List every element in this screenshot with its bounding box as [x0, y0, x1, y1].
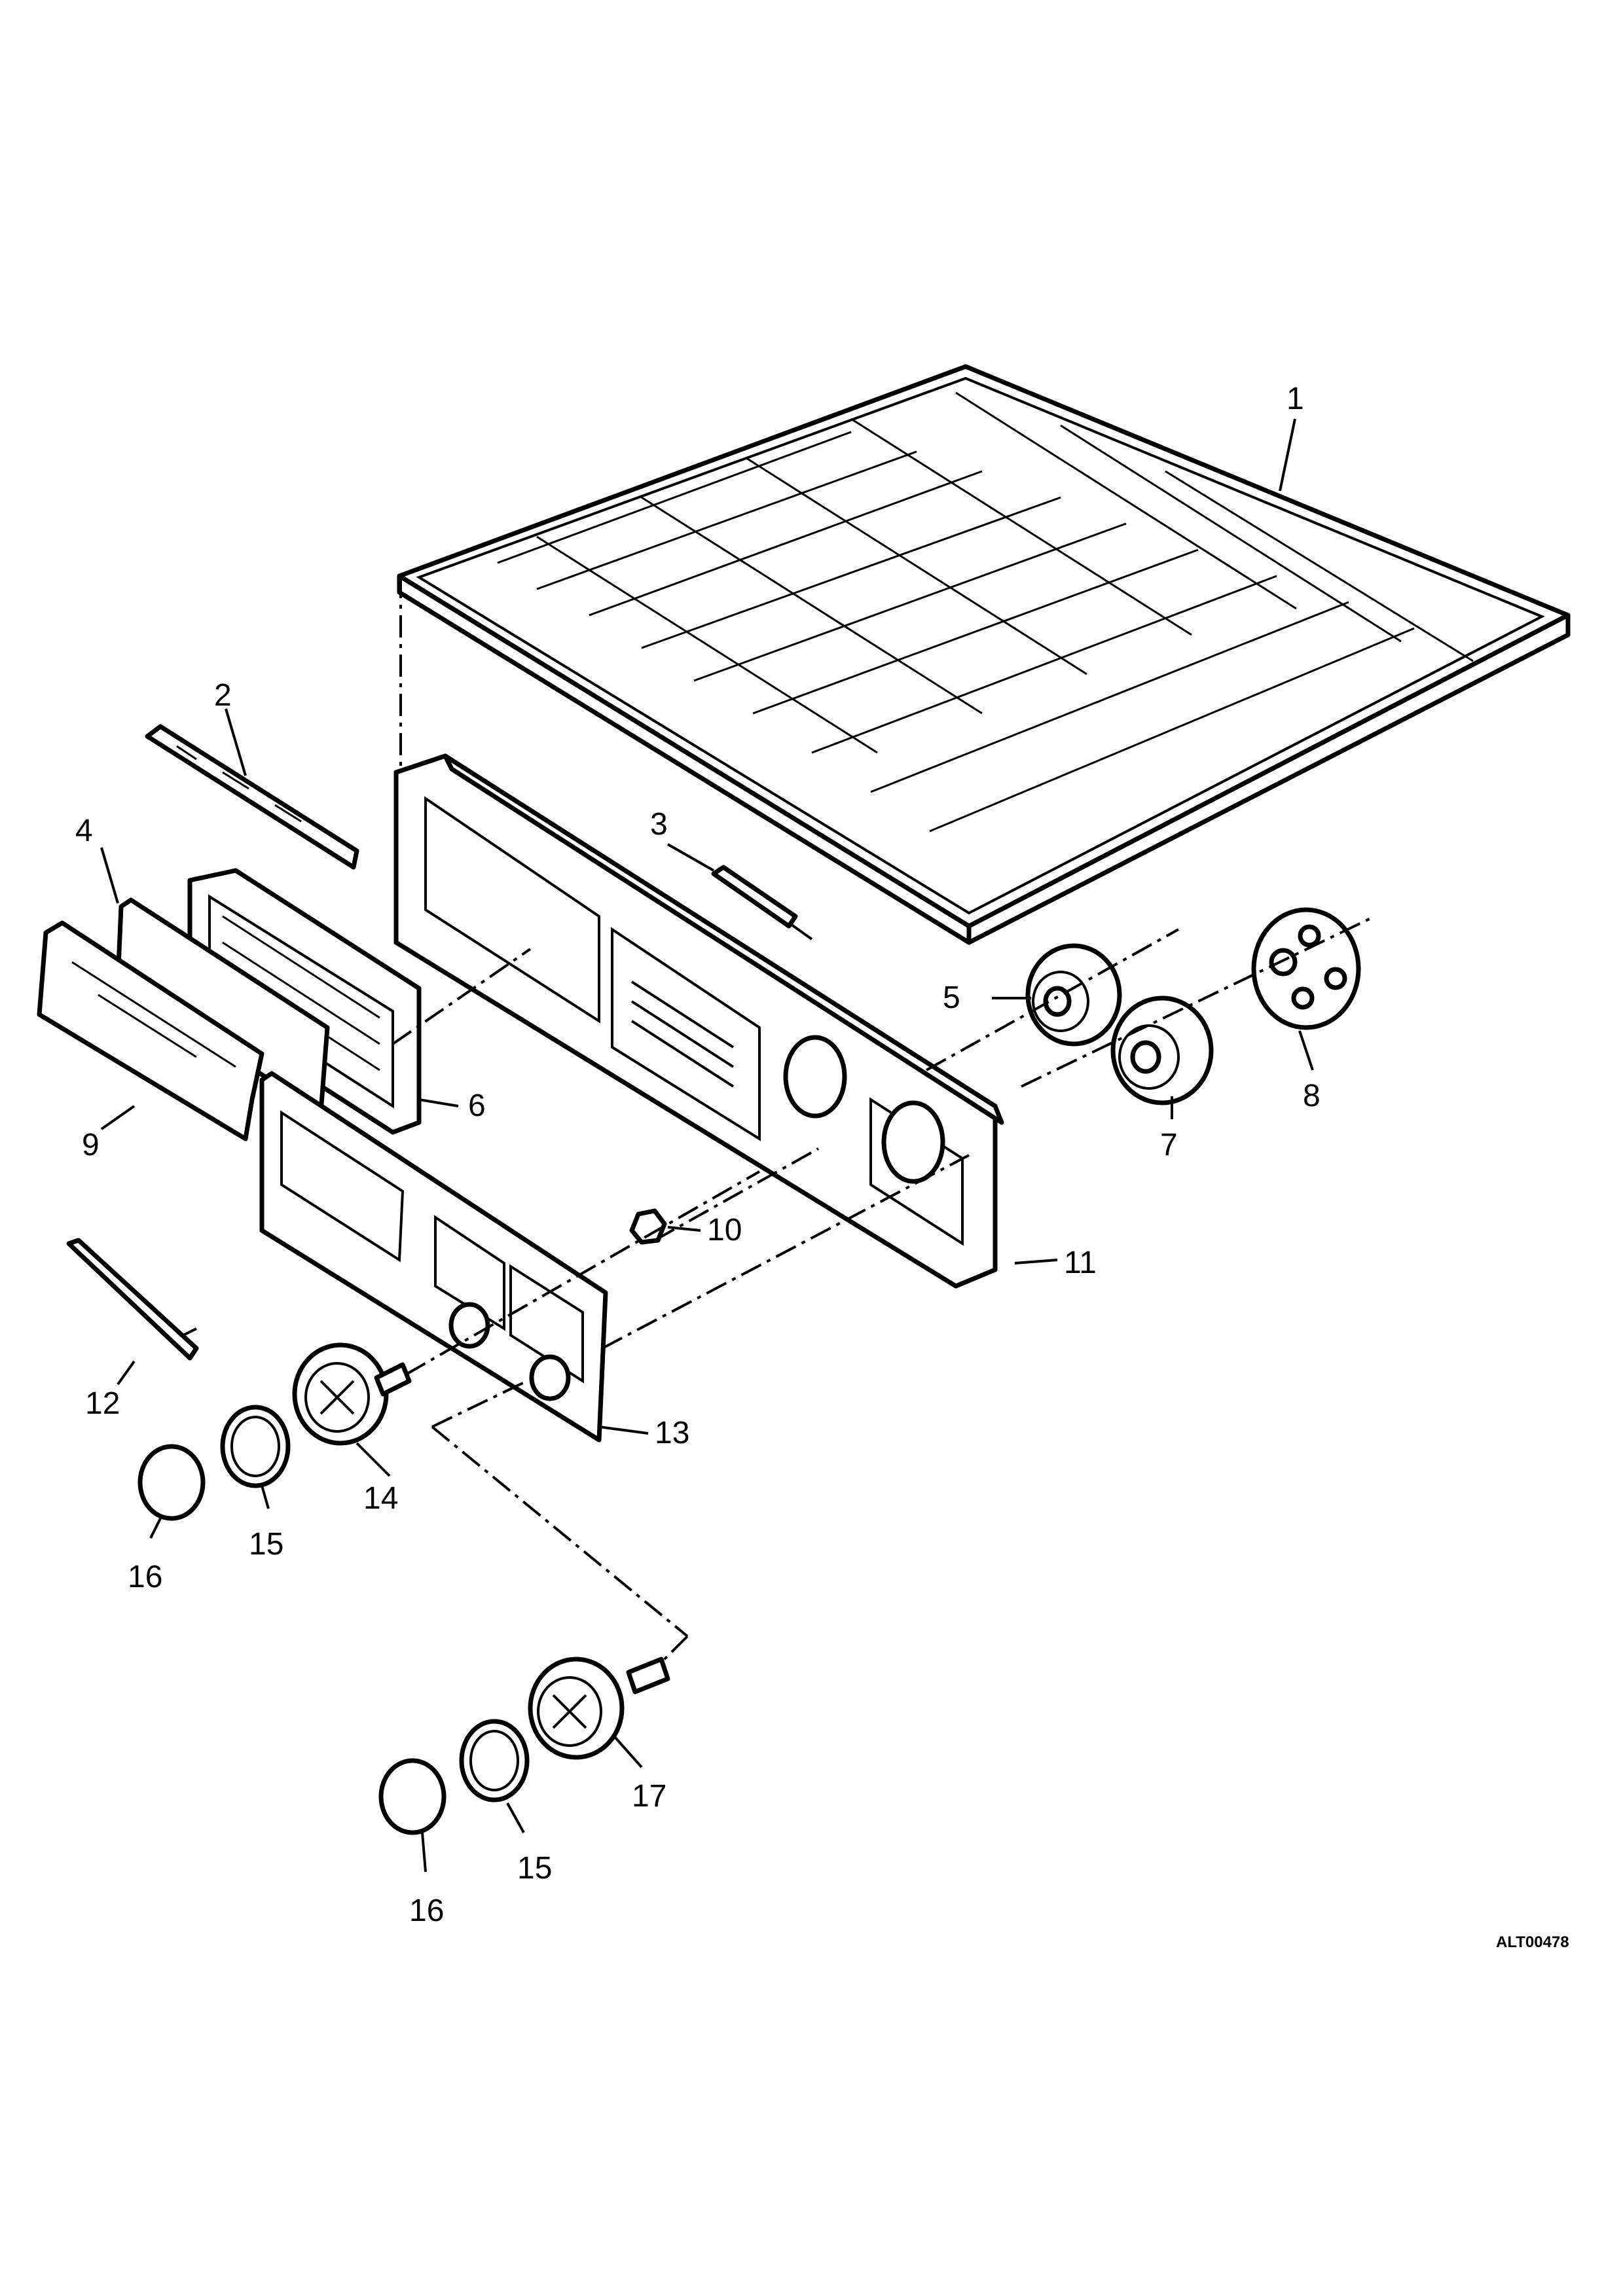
- part-16-lens-lower: [378, 1758, 447, 1835]
- part-1-top-cover: [397, 364, 1571, 945]
- callout-9: 9: [82, 1128, 100, 1162]
- part-13-knob-hole-right: [529, 1354, 571, 1401]
- part-2-bracket: [145, 724, 359, 870]
- part-11-knob-hole-right: [881, 1100, 945, 1184]
- figure-reference-code: ALT00478: [1496, 1933, 1569, 1951]
- leader-lines: [100, 418, 1314, 1873]
- part-7-knob-cap: [1110, 996, 1214, 1105]
- part-15-ring-upper: [220, 1405, 291, 1488]
- part-9-trim-cover: [37, 920, 264, 1141]
- part-8-mounting-disc: [1251, 907, 1361, 1030]
- part-3-pin: [711, 865, 813, 941]
- callout-5: 5: [943, 980, 960, 1015]
- part-17-knob: [528, 1657, 670, 1760]
- callout-12: 12: [85, 1386, 120, 1421]
- part-12-clip: [66, 1238, 199, 1361]
- callout-16-lower: 16: [409, 1893, 444, 1928]
- callout-4: 4: [75, 814, 93, 848]
- callout-1: 1: [1286, 382, 1304, 416]
- part-11-knob-hole-left: [783, 1035, 847, 1119]
- part-5-knob-cap: [1025, 943, 1122, 1047]
- part-16-lens-upper: [137, 1444, 206, 1521]
- part-13-knob-hole-left: [448, 1302, 490, 1349]
- part-15-ring-lower: [459, 1719, 530, 1803]
- callout-14: 14: [363, 1481, 398, 1516]
- part-13-faceplate: [259, 1071, 608, 1443]
- callout-6: 6: [468, 1088, 486, 1123]
- part-10-nut: [629, 1208, 667, 1245]
- callout-7: 7: [1160, 1128, 1178, 1162]
- callout-16-upper: 16: [128, 1560, 162, 1594]
- callout-labels: 1 2 3 4 5 6 7 8 9 10 11 12 13 14 15 16 1…: [75, 382, 1321, 1928]
- part-1-surface-hatch: [497, 391, 1474, 833]
- callout-11: 11: [1064, 1246, 1097, 1280]
- part-11-front-frame: [393, 753, 1004, 1289]
- callout-13: 13: [655, 1416, 689, 1450]
- callout-8: 8: [1303, 1079, 1321, 1113]
- part-14-knob: [292, 1342, 412, 1446]
- callout-3: 3: [650, 807, 668, 842]
- assembly-centerlines: [392, 915, 1376, 1664]
- callout-17: 17: [632, 1779, 666, 1814]
- callout-15-lower: 15: [517, 1851, 552, 1886]
- callout-2: 2: [214, 678, 232, 713]
- callout-10: 10: [707, 1213, 742, 1247]
- callout-15-upper: 15: [249, 1527, 283, 1562]
